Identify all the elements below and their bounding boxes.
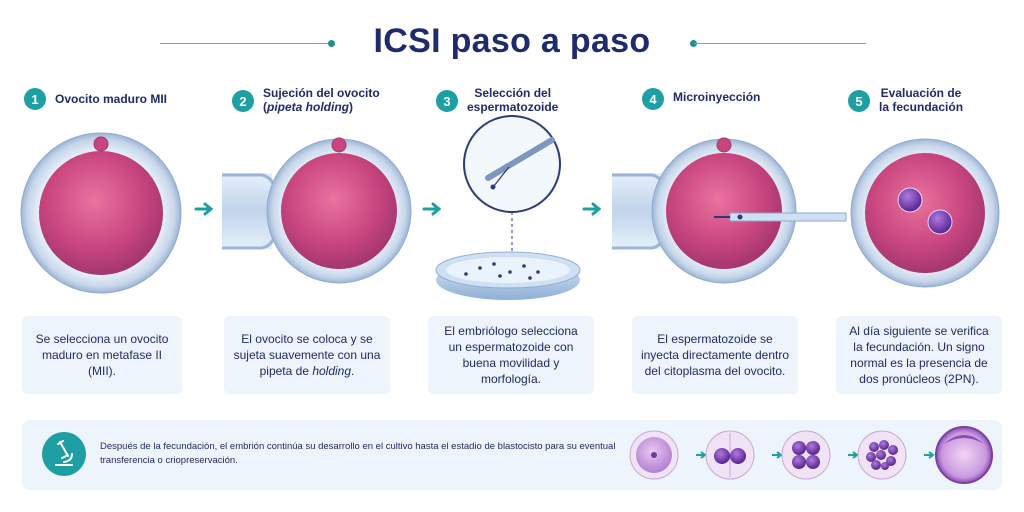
step-3-header: 3 Selección del espermatozoide [436, 86, 558, 120]
step-1-title: Ovocito maduro MII [55, 92, 168, 106]
arrow-right-icon [696, 451, 707, 459]
bottom-panel: Después de la fecundación, el embrión co… [22, 420, 1002, 490]
step-5-header: 5 Evaluación de la fecundación [848, 86, 963, 120]
step-4-header: 4 Microinyección [642, 86, 760, 120]
step-5-title-line1: Evaluación de [880, 86, 962, 100]
step-4-badge: 4 [642, 88, 664, 110]
step-3-title: Selección del espermatozoide [467, 86, 558, 114]
title-divider-left [160, 43, 330, 44]
title-dot-left [328, 40, 335, 47]
step-1-desc: Se selecciona un ovocito maduro en metaf… [22, 316, 182, 394]
bottom-text: Después de la fecundación, el embrión co… [100, 441, 616, 466]
step-2-header: 2 Sujeción del ovocito(pipeta holding) [232, 86, 380, 120]
title-area: ICSI paso a paso [0, 18, 1024, 68]
oocyte-5 [850, 138, 1000, 288]
arrow-right-icon [582, 202, 602, 216]
microscope-icon [42, 432, 86, 476]
step-1-badge: 1 [24, 88, 46, 110]
arrow-right-icon [422, 202, 442, 216]
title-divider-right [694, 43, 866, 44]
step-4-title: Microinyección [673, 90, 761, 104]
oocyte-2 [222, 137, 412, 284]
step-5-desc: Al día siguiente se verifica la fecundac… [836, 316, 1002, 394]
step-5-badge: 5 [848, 90, 870, 112]
arrow-right-icon [772, 451, 783, 459]
title-dot-right [690, 40, 697, 47]
step-2-desc-end: . [351, 364, 355, 378]
sperm-selection [435, 115, 581, 300]
embryo-stages [629, 426, 993, 484]
step-5-title: Evaluación de la fecundación [879, 86, 963, 114]
stage-blastocyst [935, 426, 993, 484]
arrow-right-icon [194, 202, 214, 216]
step-2-title: Sujeción del ovocito(pipeta holding) [263, 86, 380, 114]
page-title: ICSI paso a paso [373, 22, 651, 60]
oocyte-1 [20, 132, 182, 294]
step-3-badge: 3 [436, 90, 458, 112]
step-4-desc: El espermatozoide se inyecta directament… [632, 316, 798, 394]
step-3-desc: El embriólogo selecciona un espermatozoi… [428, 316, 594, 394]
step-1-header: 1 Ovocito maduro MII [24, 86, 167, 120]
step-3-title-line2: espermatozoide [467, 100, 559, 114]
oocyte-4 [612, 137, 847, 284]
arrow-right-icon [924, 451, 935, 459]
step-2-title-italic: pipeta holding [267, 100, 349, 114]
stage-2-cell [705, 430, 755, 480]
stage-morula [857, 430, 907, 480]
step-5-title-line2: la fecundación [879, 100, 964, 114]
step-2-title-main: Sujeción del ovocito [263, 86, 380, 100]
step-2-badge: 2 [232, 90, 254, 112]
step-2-desc-italic: holding [312, 364, 352, 378]
stage-zygote [629, 430, 679, 480]
step-3-title-line1: Selección del [474, 86, 552, 100]
step-2-desc-main: El ovocito se coloca y se sujeta suaveme… [233, 332, 381, 378]
stage-4-cell [781, 430, 831, 480]
arrow-right-icon [848, 451, 859, 459]
step-2-desc: El ovocito se coloca y se sujeta suaveme… [224, 316, 390, 394]
